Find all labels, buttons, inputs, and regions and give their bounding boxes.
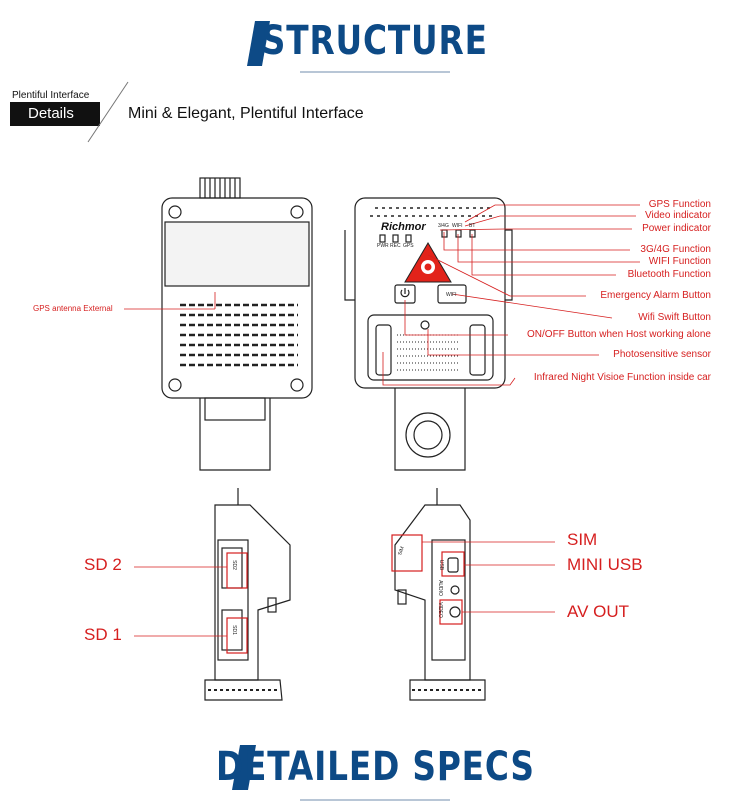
footer-decoration: [232, 745, 450, 801]
detailed-specs-heading: DETAILED SPECS: [0, 744, 750, 790]
front-callout-lines: [382, 204, 640, 386]
led-label-bt: BT: [469, 223, 476, 229]
heading-decoration: [247, 21, 450, 73]
led-label-gps: GPS: [403, 243, 414, 249]
device-front-view: [344, 197, 513, 471]
callout-photosensitive-sensor: Photosensitive sensor: [613, 349, 711, 360]
device-back-view: [161, 177, 313, 471]
footer-title: DETAILED SPECS: [215, 744, 535, 790]
device-side-left: [204, 488, 291, 701]
page-title: STRUCTURE: [261, 18, 489, 64]
wifi-button-label: WIFI: [446, 292, 457, 298]
slot-sd2: SD2: [230, 560, 237, 570]
label-sd2: SD 2: [84, 555, 122, 574]
led-label-pwr: PWR: [377, 243, 389, 249]
callout-wifi-swift-button: Wifi Swift Button: [638, 312, 711, 323]
label-av-out: AV OUT: [567, 602, 630, 621]
structure-heading: STRUCTURE: [0, 6, 750, 73]
power-icon: [400, 288, 410, 298]
callout-onoff-button: ON/OFF Button when Host working alone: [527, 329, 711, 340]
callout-gps-function: GPS Function: [648, 199, 711, 210]
callout-3g4g-function: 3G/4G Function: [640, 244, 711, 255]
label-sim: SIM: [567, 530, 598, 549]
brand-logo: Richmor: [381, 221, 426, 233]
callout-emergency-alarm-button: Emergency Alarm Button: [600, 290, 711, 301]
section-small-label: Plentiful Interface: [12, 90, 90, 101]
port-usb: USB: [438, 559, 445, 571]
callout-wifi-function: WIFI Function: [648, 256, 711, 267]
callout-video-indicator: Video indicator: [645, 210, 711, 221]
label-mini-usb: MINI USB: [567, 555, 643, 574]
led-label-rec: REC: [390, 243, 401, 249]
details-tag: Details: [10, 102, 100, 126]
led-label-4g: 3/4G: [438, 223, 449, 229]
callout-bluetooth-function: Bluetooth Function: [627, 269, 711, 280]
callout-infrared-night-vision: Infrared Night Visioe Function inside ca…: [533, 372, 711, 383]
port-audio: AUDIO: [436, 580, 443, 596]
port-video: VIDEO: [436, 602, 443, 618]
callout-power-indicator: Power indicator: [642, 223, 711, 234]
label-sd1: SD 1: [84, 625, 122, 644]
device-side-right: [394, 488, 486, 701]
slot-sd1: SD1: [230, 625, 237, 635]
section-tagline: Mini & Elegant, Plentiful Interface: [128, 105, 364, 122]
led-label-wifi: WIFI: [452, 223, 463, 229]
tag-slash: [87, 81, 129, 143]
callout-gps-antenna-external: GPS antenna External: [33, 304, 113, 313]
